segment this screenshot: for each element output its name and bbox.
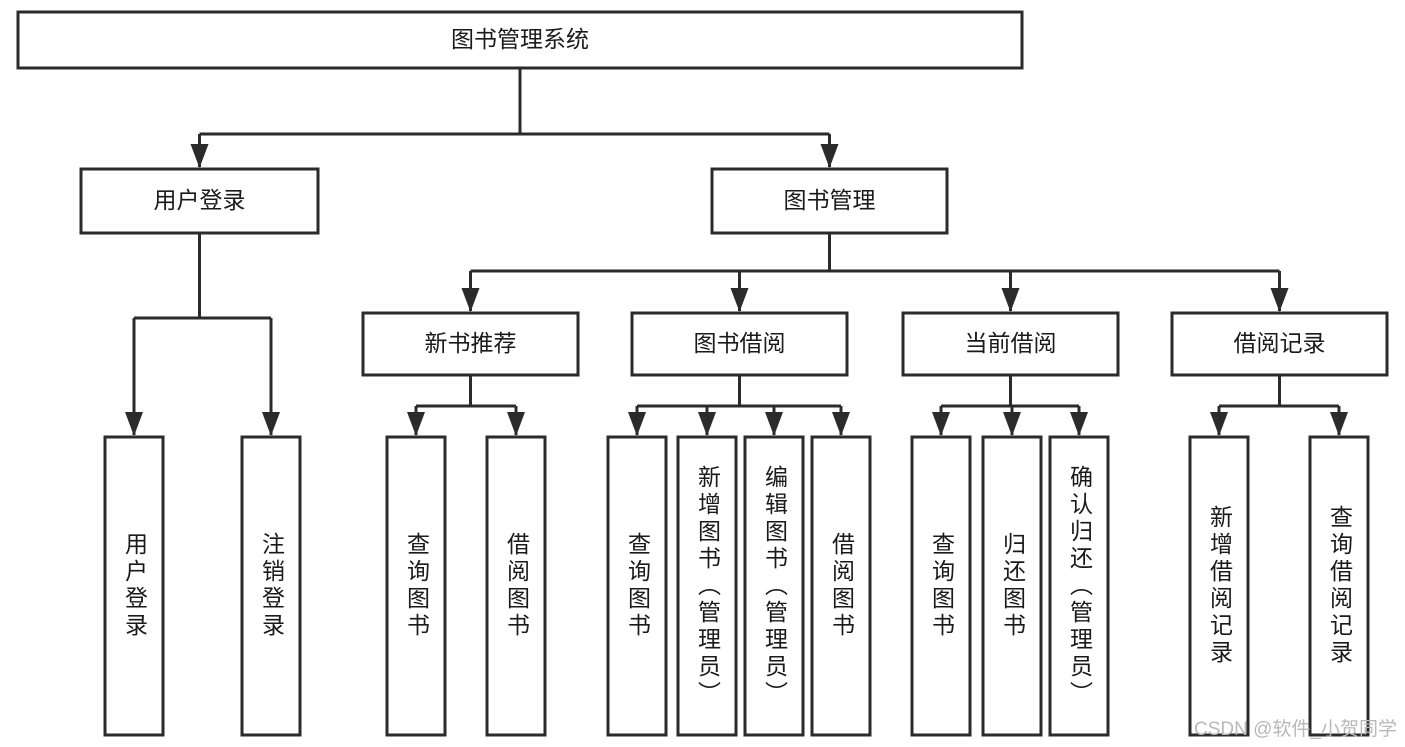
arrow-head-leaf-2-2: [765, 412, 783, 436]
leaf-box-9[interactable]: [981, 435, 1043, 737]
level2-box-3[interactable]: [1170, 311, 1389, 377]
arrow-head-leaf-2-3: [832, 412, 850, 436]
leaf-box-12[interactable]: [1308, 435, 1370, 737]
arrow-head-level2-1: [730, 288, 749, 312]
arrow-head-leaf-1-1: [507, 412, 525, 436]
level1-label-1: 图书管理: [784, 187, 876, 213]
level2-label-3: 借阅记录: [1234, 330, 1326, 356]
arrow-head-leaf-1-0: [407, 412, 425, 436]
leaf-box-11[interactable]: [1188, 435, 1250, 737]
level2-label-2: 当前借阅: [965, 330, 1057, 356]
node-box-layer: [16, 10, 1389, 737]
level2-label-1: 图书借阅: [694, 330, 786, 356]
arrow-head-leaf-4-1: [1330, 412, 1348, 436]
root-box-0[interactable]: [16, 10, 1024, 70]
leaf-box-4[interactable]: [606, 435, 668, 737]
arrow-head-leaf-4-0: [1210, 412, 1228, 436]
leaf-box-8[interactable]: [910, 435, 972, 737]
leaf-box-6[interactable]: [743, 435, 805, 737]
leaf-box-10[interactable]: [1048, 435, 1110, 737]
csdn-watermark: CSDN @软件_小贺同学: [1194, 719, 1397, 740]
level2-label-0: 新书推荐: [425, 330, 517, 356]
leaf-box-2[interactable]: [385, 435, 447, 737]
root-label-0: 图书管理系统: [451, 26, 589, 52]
arrow-head-leaf-2-0: [628, 412, 646, 436]
arrow-head-leaf-2-1: [698, 412, 716, 436]
level1-box-0[interactable]: [79, 167, 320, 235]
leaf-box-5[interactable]: [676, 435, 738, 737]
leaf-box-0[interactable]: [103, 435, 165, 737]
arrow-head-level2-0: [461, 288, 480, 312]
level2-box-2[interactable]: [901, 311, 1120, 377]
connector-layer: [125, 68, 1348, 436]
level2-box-0[interactable]: [361, 311, 580, 377]
leaf-box-3[interactable]: [485, 435, 547, 737]
leaf-box-1[interactable]: [240, 435, 302, 737]
arrow-head-level1-1: [820, 144, 839, 168]
arrow-head-leaf-0-1: [262, 412, 280, 436]
arrow-head-leaf-3-1: [1003, 412, 1021, 436]
level1-box-1[interactable]: [710, 167, 949, 235]
arrow-head-leaf-3-2: [1070, 412, 1088, 436]
arrow-head-level2-3: [1270, 288, 1289, 312]
arrow-head-leaf-0-0: [125, 412, 143, 436]
arrow-head-level2-2: [1001, 288, 1020, 312]
arrow-head-level1-0: [190, 144, 209, 168]
leaf-box-7[interactable]: [810, 435, 872, 737]
arrow-head-leaf-3-0: [932, 412, 950, 436]
level1-label-0: 用户登录: [154, 187, 246, 213]
level2-box-1[interactable]: [630, 311, 849, 377]
